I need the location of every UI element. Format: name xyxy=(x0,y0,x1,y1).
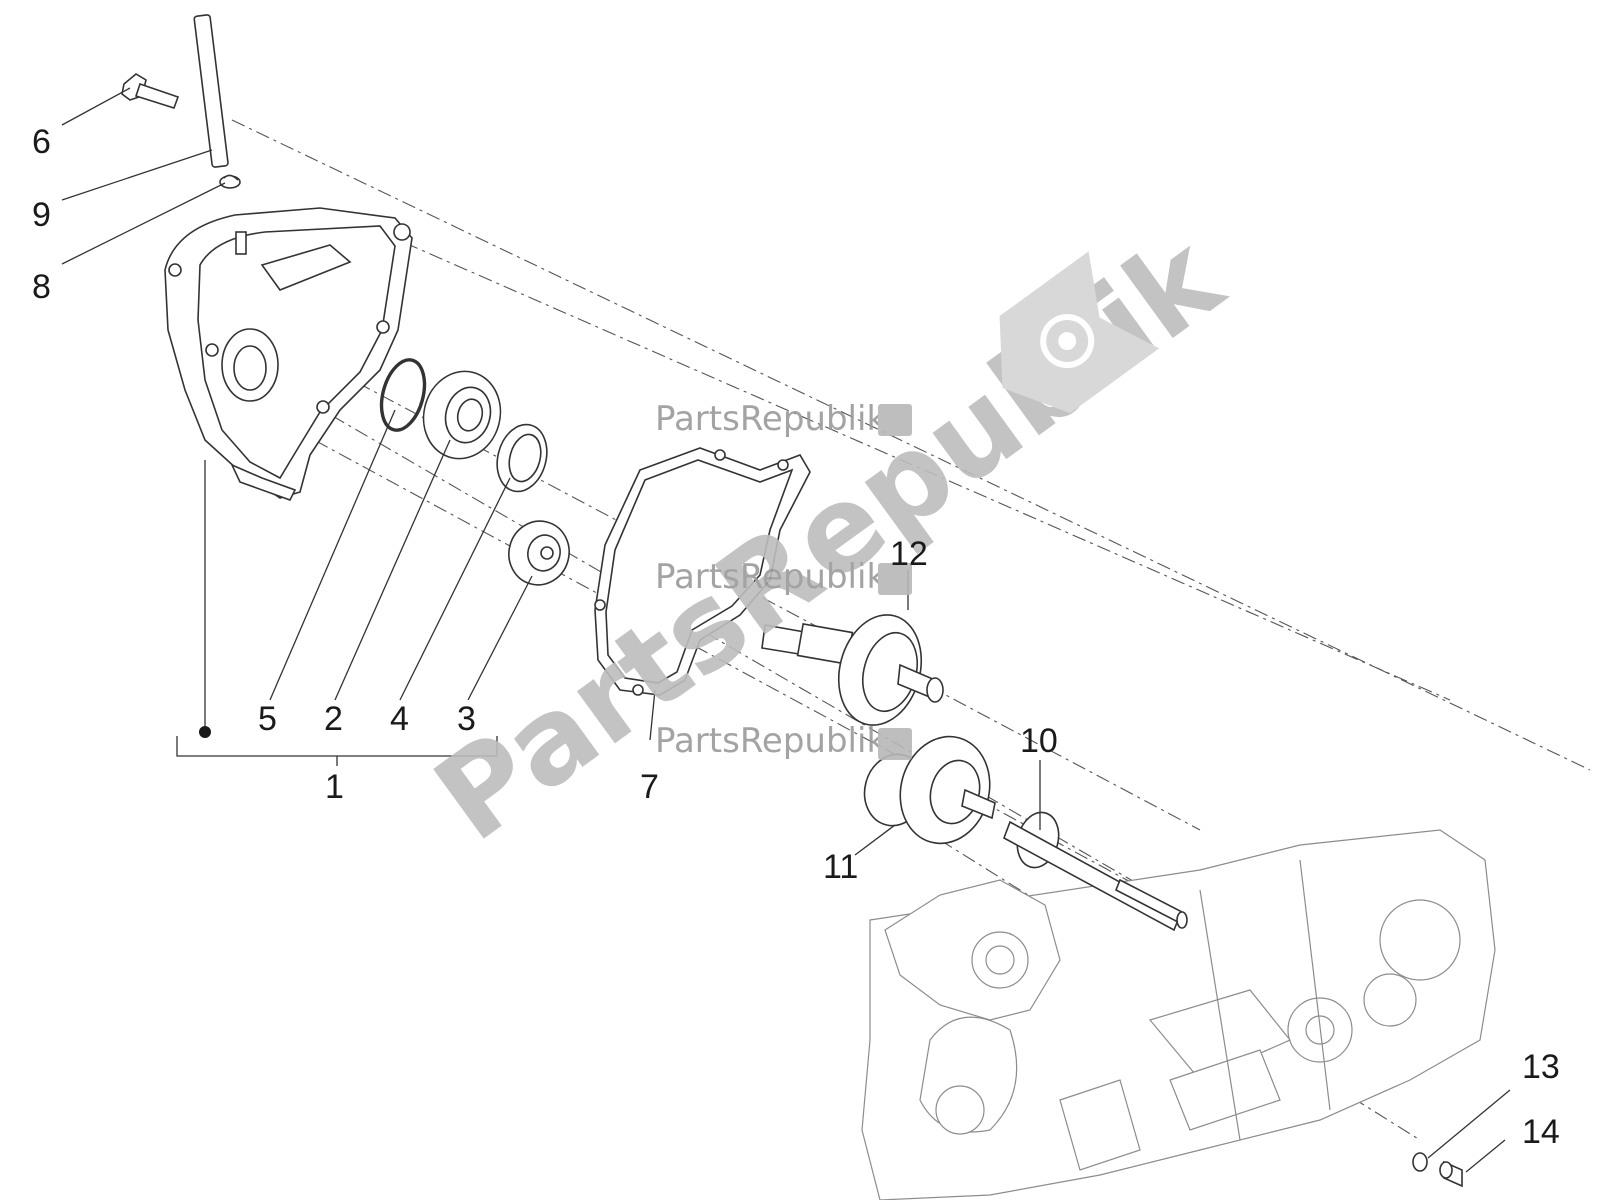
gasket-7 xyxy=(594,447,811,696)
gear-shaft-12 xyxy=(761,614,944,726)
assembly-bullet xyxy=(199,726,211,738)
screw-14 xyxy=(1439,1160,1463,1188)
svg-text:PartsRepublik: PartsRepublik xyxy=(655,557,886,597)
svg-text:PartsRepublik: PartsRepublik xyxy=(655,399,886,439)
callout-7: 7 xyxy=(640,768,659,806)
callout-12: 12 xyxy=(890,535,928,573)
bolt-6 xyxy=(121,73,180,109)
callout-3: 3 xyxy=(457,700,476,738)
callout-labels: 6 9 8 5 2 4 3 1 7 12 10 11 13 14 xyxy=(32,123,1560,1151)
callout-2: 2 xyxy=(324,700,343,738)
callout-1: 1 xyxy=(325,768,344,806)
callout-8: 8 xyxy=(32,268,51,306)
bearing-3 xyxy=(508,520,570,586)
watermark-logo xyxy=(999,251,1160,414)
callout-10: 10 xyxy=(1020,722,1058,760)
callout-4: 4 xyxy=(390,700,409,738)
output-shaft-10 xyxy=(1003,811,1188,932)
svg-text:PartsRepublik: PartsRepublik xyxy=(655,721,886,761)
bearing-2 xyxy=(422,370,502,460)
clamp-8 xyxy=(219,174,241,189)
watermark-mini-logo xyxy=(878,404,912,760)
oil-seal-4 xyxy=(496,423,548,493)
transmission-cover xyxy=(164,207,413,501)
washer-13 xyxy=(1412,1152,1428,1172)
callout-11: 11 xyxy=(823,848,858,886)
callout-5: 5 xyxy=(258,700,277,738)
callout-14: 14 xyxy=(1522,1113,1560,1151)
engine-crankcase xyxy=(861,829,1496,1200)
breather-tube-9 xyxy=(193,14,229,168)
callout-6: 6 xyxy=(32,123,51,161)
callout-9: 9 xyxy=(32,196,51,234)
circlip-5 xyxy=(379,358,427,432)
gear-11 xyxy=(863,735,996,845)
callout-13: 13 xyxy=(1522,1048,1560,1086)
